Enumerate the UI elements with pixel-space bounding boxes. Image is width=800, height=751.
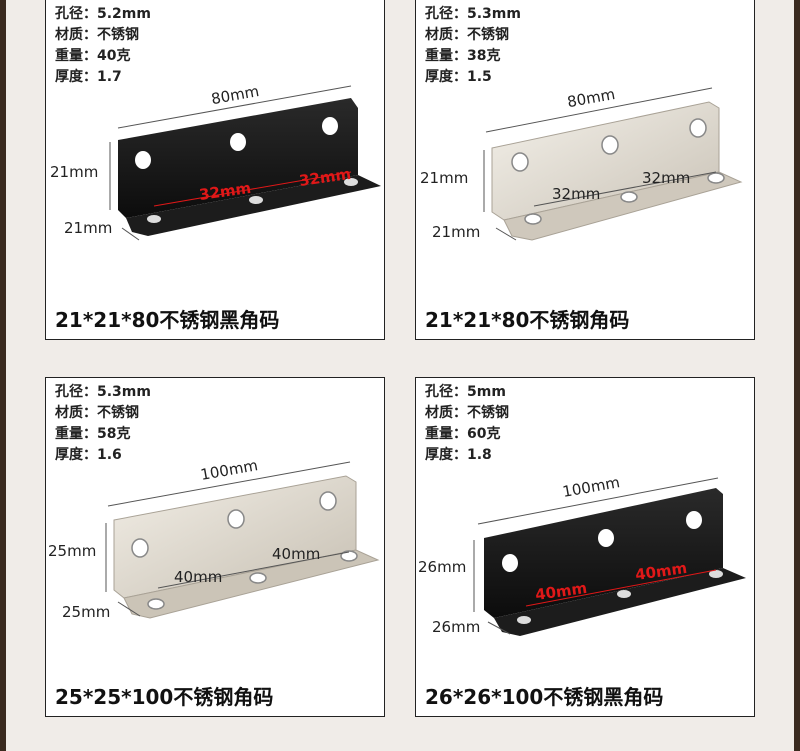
spec-material: 材质：不锈钢 bbox=[55, 27, 139, 43]
silver-bracket-illustration: 80mm 21mm 21mm 32mm 32mm bbox=[420, 85, 743, 241]
height-label: 25mm bbox=[48, 542, 96, 560]
product-title: 25*25*100不锈钢角码 bbox=[55, 685, 274, 709]
width-label: 25mm bbox=[62, 603, 110, 621]
spec-list: 孔径：5.3mm 材质：不锈钢 重量：38克 厚度：1.5 bbox=[425, 4, 521, 88]
spec-weight: 重量：58克 bbox=[55, 426, 131, 442]
spec-hole-diameter: 孔径：5.3mm bbox=[55, 384, 151, 400]
width-label: 21mm bbox=[432, 223, 480, 241]
product-card: 100mm 26mm 26mm 40mm 40mm 孔径：5mm 材质：不锈钢 … bbox=[415, 377, 755, 717]
spec-hole-diameter: 孔径：5.3mm bbox=[425, 6, 521, 22]
product-card: 80mm 21mm 21mm 32mm 32mm 孔径：5.3mm 材质：不锈钢… bbox=[415, 0, 755, 340]
spec-thickness: 厚度：1.7 bbox=[55, 69, 122, 85]
width-label: 26mm bbox=[432, 618, 480, 636]
product-card: 100mm 25mm 25mm 40mm 40mm 孔径：5.3mm 材质：不锈… bbox=[45, 377, 385, 717]
spec-hole-diameter: 孔径：5mm bbox=[425, 384, 506, 400]
spec-hole-diameter: 孔径：5.2mm bbox=[55, 6, 151, 22]
spec-material: 材质：不锈钢 bbox=[55, 405, 139, 421]
spec-list: 孔径：5.3mm 材质：不锈钢 重量：58克 厚度：1.6 bbox=[55, 382, 151, 466]
spec-thickness: 厚度：1.5 bbox=[425, 69, 492, 85]
hole-spacing-a-label: 32mm bbox=[552, 185, 600, 203]
product-title: 26*26*100不锈钢黑角码 bbox=[425, 685, 664, 709]
height-label: 21mm bbox=[50, 163, 98, 181]
hole-spacing-a-label: 40mm bbox=[174, 568, 222, 586]
black-bracket-illustration: 80mm 21mm 21mm 32mm 32mm bbox=[50, 82, 381, 241]
spec-list: 孔径：5.2mm 材质：不锈钢 重量：40克 厚度：1.7 bbox=[55, 4, 151, 88]
width-label: 21mm bbox=[64, 219, 112, 237]
hole-spacing-b-label: 32mm bbox=[642, 169, 690, 187]
spec-weight: 重量：60克 bbox=[425, 426, 501, 442]
product-title: 21*21*80不锈钢黑角码 bbox=[55, 308, 280, 332]
black-bracket-illustration: 100mm 26mm 26mm 40mm 40mm bbox=[418, 473, 746, 636]
length-label: 80mm bbox=[210, 82, 261, 108]
spec-thickness: 厚度：1.6 bbox=[55, 447, 122, 463]
length-label: 100mm bbox=[561, 473, 621, 501]
hole-spacing-b-label: 40mm bbox=[272, 545, 320, 563]
height-label: 26mm bbox=[418, 558, 466, 576]
spec-weight: 重量：40克 bbox=[55, 48, 131, 64]
spec-material: 材质：不锈钢 bbox=[425, 405, 509, 421]
product-card: 80mm 21mm 21mm 32mm 32mm 孔径：5.2mm 材质：不锈钢… bbox=[45, 0, 385, 340]
product-title: 21*21*80不锈钢角码 bbox=[425, 308, 630, 332]
spec-weight: 重量：38克 bbox=[425, 48, 501, 64]
length-label: 80mm bbox=[566, 85, 617, 111]
spec-list: 孔径：5mm 材质：不锈钢 重量：60克 厚度：1.8 bbox=[425, 382, 509, 466]
spec-thickness: 厚度：1.8 bbox=[425, 447, 492, 463]
silver-bracket-illustration: 100mm 25mm 25mm 40mm 40mm bbox=[48, 456, 380, 621]
spec-material: 材质：不锈钢 bbox=[425, 27, 509, 43]
height-label: 21mm bbox=[420, 169, 468, 187]
